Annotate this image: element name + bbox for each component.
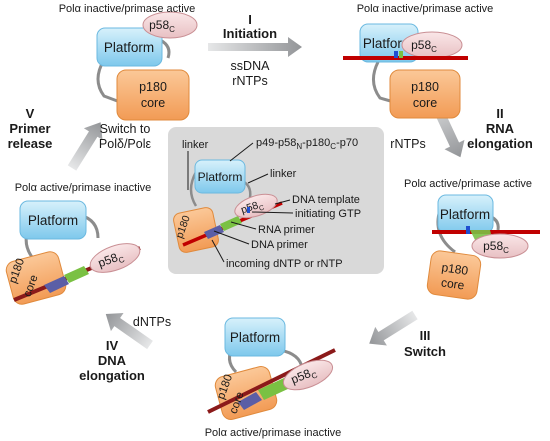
arrow-primer-release [67,122,103,171]
p180-core [389,69,461,119]
p180-label: p180 [411,80,439,94]
step-5-number: V [26,106,35,121]
state-label-right: Polα active/primase active [404,178,532,190]
step-4-line-1: DNA [98,353,127,368]
step-1-number: I [248,12,252,27]
linker [372,61,395,104]
core-label: core [440,275,465,292]
step-3-number: III [420,328,431,343]
step-2-number: II [496,106,503,121]
platform [194,159,246,194]
platform [96,27,163,67]
state-label-top-left: Polα inactive/primase active [59,3,196,15]
step-1-condition-1: ssDNA [231,59,271,73]
p58-label: p58C [149,18,175,34]
initiating-gtp-marker [394,51,398,58]
legend-linker2-label: linker [270,168,297,180]
dna-primer [238,392,262,410]
p180-core [116,69,190,121]
initiating-gtp-marker [247,207,250,213]
legend-incoming-label: incoming dNTP or rNTP [226,258,343,270]
platform [224,317,286,357]
step-5-condition-2: Polδ/Polε [99,137,152,151]
p58-label: p58C [96,248,126,272]
dna-primer [44,276,69,293]
legend-rna-primer-label: RNA primer [258,224,315,236]
legend-gtp-label: initiating GTP [295,208,361,220]
p58c-domain [471,233,529,259]
legend-dna-primer-label: DNA primer [251,239,308,251]
step-5-line-1: Primer [9,121,50,136]
step-1-condition-2: rNTPs [232,74,267,88]
legend-dna-template-label: DNA template [292,194,360,206]
platform-label: Platform [28,213,78,228]
complex-right: Platform p58C p180 core [426,194,540,300]
legend-complex-label: p49-p58N-p180C-p70 [256,137,358,151]
p58-label: p58C [483,239,509,255]
p58c-domain [89,243,141,273]
rna-nucleotide-marker [399,51,403,58]
core-label: core [413,96,437,110]
platform-label: Platform [198,170,243,184]
platform-label: Platform [363,36,413,51]
legend-complex: Platform p180 p58C [173,159,283,253]
complex-top-right: p180 core Platform p58C [343,23,468,119]
step-5-condition-1: Switch to [100,122,151,136]
step-2-condition: rNTPs [390,137,425,151]
state-label-top-right: Polα inactive/primase active [357,3,494,15]
step-4-number: IV [106,338,119,353]
p58c-domain [142,11,198,39]
step-4-condition: dNTPs [133,315,171,329]
rna-primer [220,216,242,231]
p58c-domain [282,359,334,391]
arrow-dna-elongation [105,313,153,350]
step-2-line-1: RNA [486,121,515,136]
platform [19,200,87,240]
step-1-name: Initiation [223,26,277,41]
state-label-bottom: Polα active/primase inactive [205,427,342,439]
platform-label: Platform [440,207,490,222]
arrow-switch [369,310,418,346]
complex-bottom: Platform p58C p180 core [207,317,336,420]
step-3-name: Switch [404,344,446,359]
p180-core [426,250,482,300]
p58-label: p58C [411,38,437,54]
legend-callouts [187,142,294,263]
step-4-line-2: elongation [79,368,145,383]
legend-linker-label: linker [182,139,209,151]
step-5-line-2: release [8,136,53,151]
platform-label: Platform [230,330,280,345]
complex-top-left: p180 core Platform p58C [96,11,198,121]
initiating-gtp-marker [466,226,470,234]
arrow-initiation [208,37,302,57]
rna-primer [258,378,290,400]
p180-core [173,207,219,253]
dna-primer [204,225,224,239]
complex-left: Platform p58C p180 core [5,200,141,305]
platform-label: Platform [104,40,154,55]
step-2-line-2: elongation [467,136,533,151]
p180-label: p180 [139,80,167,94]
rna-primer [64,266,89,283]
core-label: core [141,96,165,110]
state-label-left: Polα active/primase inactive [15,182,152,194]
p58c-domain [234,193,278,219]
p180-label: p180 [441,260,470,278]
